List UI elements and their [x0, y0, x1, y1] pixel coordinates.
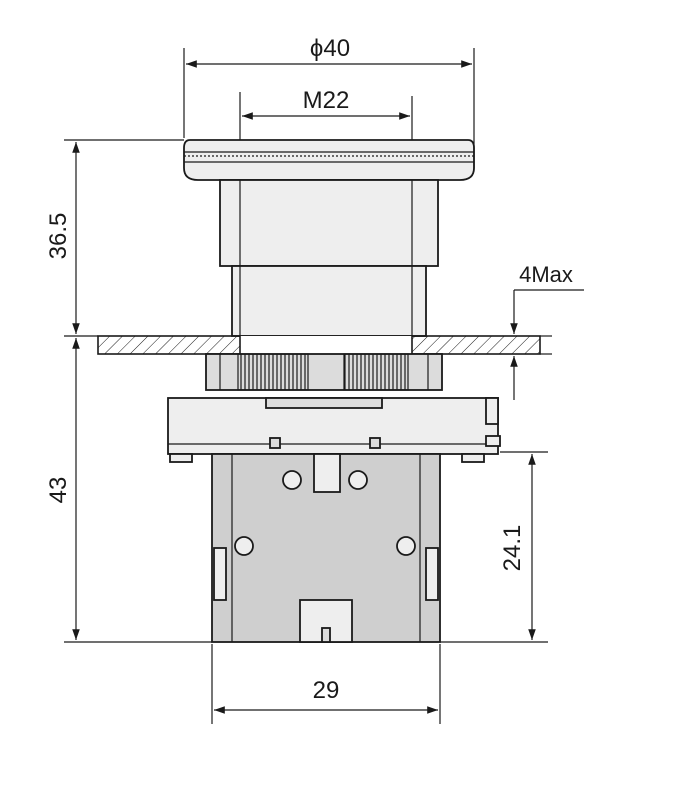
- dimension-diameter-40: ϕ40: [183, 35, 475, 170]
- mushroom-head: [183, 139, 475, 181]
- adapter-plate: [167, 397, 501, 463]
- dimension-height-24-1: 24.1: [440, 451, 548, 643]
- dimension-height-36-5: 36.5: [45, 139, 184, 337]
- dimension-thread-m22: M22: [239, 87, 413, 140]
- dim-label-diameter-40: ϕ40: [310, 35, 350, 62]
- dim-label-height-24-1: 24.1: [499, 525, 526, 572]
- head-collar: [219, 179, 439, 267]
- dim-label-thread-m22: M22: [303, 87, 350, 114]
- dimension-width-29: 29: [211, 644, 441, 724]
- dim-label-height-36-5: 36.5: [45, 213, 72, 260]
- dim-label-panel-4max: 4Max: [519, 262, 573, 287]
- dim-label-width-29: 29: [313, 677, 340, 704]
- dimension-panel-4max: 4Max: [510, 262, 584, 400]
- dimension-height-43: 43: [45, 338, 212, 643]
- dim-label-height-43: 43: [45, 477, 72, 504]
- mounting-panel: [97, 335, 541, 355]
- threaded-neck: [231, 265, 427, 337]
- contact-block: [211, 453, 441, 643]
- locking-nut: [205, 353, 443, 391]
